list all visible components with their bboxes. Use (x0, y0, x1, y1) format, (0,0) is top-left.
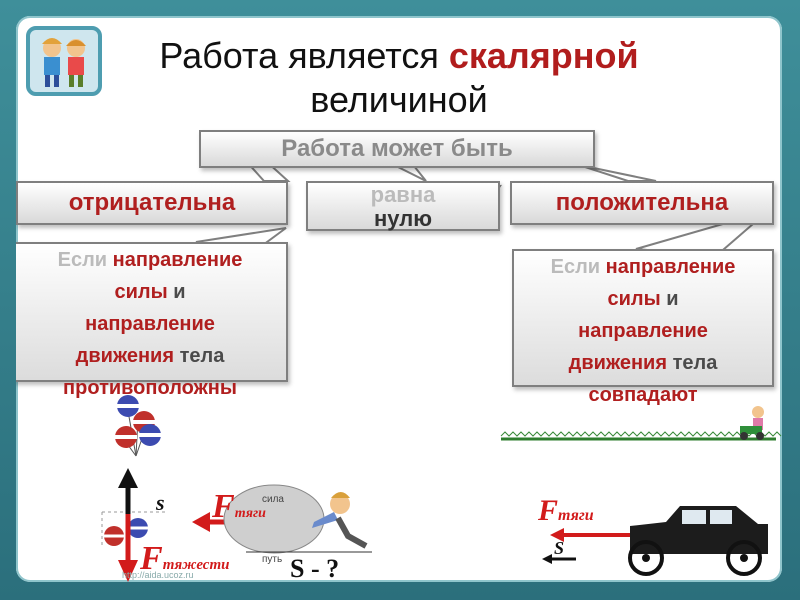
text-tela-r: тела (672, 352, 718, 374)
f-tyazh-label: Fтяжести (140, 540, 229, 578)
s-question-label: S - ? (290, 554, 340, 582)
text-i-r: и (666, 288, 679, 310)
text-napravlenie-r2: направление (578, 320, 708, 342)
s-right-label: S (554, 538, 565, 558)
f-tyagi-left-label: Fтяги (212, 488, 266, 526)
rock-label: сила (262, 494, 284, 505)
text-dvizheniya: движения (75, 345, 175, 367)
zero-box: равна нулю (306, 181, 500, 231)
title-prefix: Работа является (159, 35, 439, 76)
f2-letter: F (140, 540, 163, 577)
text-napravlenie: направление (112, 249, 243, 271)
slide: Работа является скалярной величиной Рабо… (16, 16, 782, 582)
text-esli-r: Если (550, 256, 601, 278)
f2-sub: тяжести (162, 557, 230, 573)
s-left-label: s (156, 490, 165, 515)
balloons-icon (115, 395, 161, 457)
text-tela: тела (179, 345, 225, 367)
positive-explanation: Если направление силы и направление движ… (512, 249, 774, 406)
f3-letter: F (538, 494, 559, 527)
slide-title: Работа является скалярной величиной (16, 34, 782, 122)
lawnmower-icon (740, 406, 764, 440)
positive-box: положительна (510, 181, 774, 225)
text-sily-r: силы (607, 288, 661, 310)
f-letter: F (212, 488, 235, 525)
text-sily: силы (114, 281, 168, 303)
text-i: и (173, 281, 186, 303)
car-icon (628, 506, 768, 576)
text-napravlenie-2: направление (85, 313, 215, 335)
text-esli: Если (57, 249, 108, 271)
illustrations (101, 395, 782, 582)
f-tyagi-right-label: Fтяги (538, 494, 594, 528)
may-be-box: Работа может быть (199, 130, 595, 168)
negative-explanation: Если направление силы и направление движ… (16, 242, 288, 399)
text-napravlenie-r: направление (605, 256, 736, 278)
f-sub: тяги (234, 506, 266, 521)
zero-bottom-label: нулю (374, 206, 432, 231)
text-dvizheniya-r: движения (568, 352, 668, 374)
text-opposite: противоположны (63, 377, 237, 399)
f3-sub: тяги (558, 507, 594, 524)
negative-box: отрицательна (16, 181, 288, 225)
title-line2: величиной (310, 79, 488, 120)
kids-logo-icon (26, 26, 102, 96)
zero-top-label: равна (370, 182, 436, 207)
title-accent: скалярной (448, 35, 639, 76)
text-coincide: совпадают (588, 384, 698, 406)
path-label: путь (262, 554, 283, 565)
credit-link[interactable]: http://aida.ucoz.ru (122, 570, 194, 580)
